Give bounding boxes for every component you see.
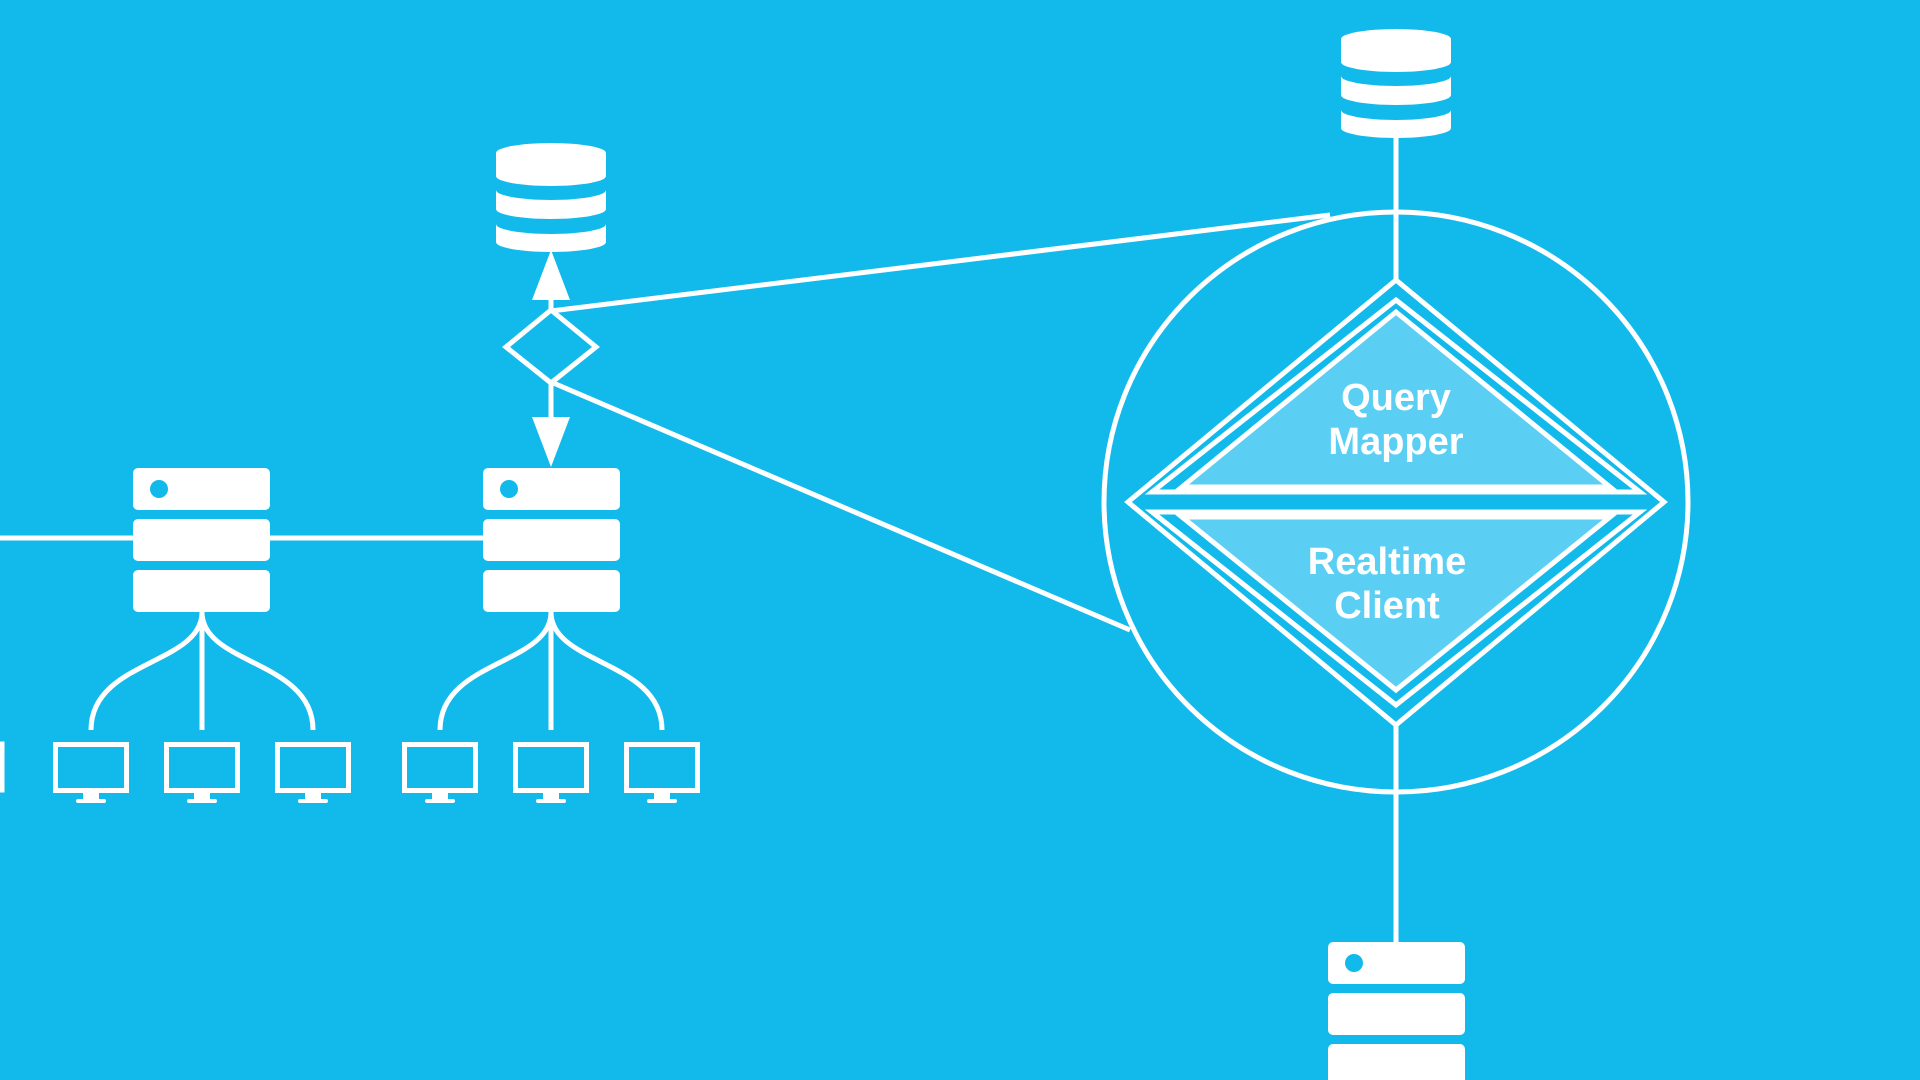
arrow-up-icon [532,250,570,300]
database-icon [496,143,606,252]
monitor-icon [405,745,476,804]
realtime-client-label: Client [1334,585,1440,627]
zoom-projection-line [550,379,1131,633]
branch-line [88,611,205,731]
label-line: Query [1341,377,1451,419]
database-icon [1341,29,1451,138]
label-line: Realtime [1308,541,1466,583]
left-network [0,212,1331,731]
realtime-client-triangle [1174,514,1618,694]
query-mapper-label: Mapper [1328,421,1463,463]
branch-line [437,611,554,731]
server-icon [133,468,270,612]
server-icon [1328,942,1465,1080]
zoom-detail: Query Mapper Realtime Client [1101,29,1691,1080]
query-mapper-triangle [1174,308,1618,490]
branch-line [548,611,665,731]
realtime-client-label: Realtime [1308,541,1466,583]
server-icon [483,468,620,612]
monitor-icon [0,741,5,793]
arrow-down-icon [532,417,570,467]
monitor-icon [167,745,238,804]
upper-outline [1144,296,1648,495]
label-line: Client [1334,585,1440,627]
lower-outline [1144,509,1648,709]
monitor-icon [516,745,587,804]
monitor-icon [627,745,698,804]
branch-line [199,611,316,731]
label-line: Mapper [1328,421,1463,463]
monitor-icon [56,745,127,804]
zoom-projection-line [550,212,1331,314]
monitor-icon [278,745,349,804]
diamond-icon [502,306,600,387]
query-mapper-label: Query [1341,377,1451,419]
